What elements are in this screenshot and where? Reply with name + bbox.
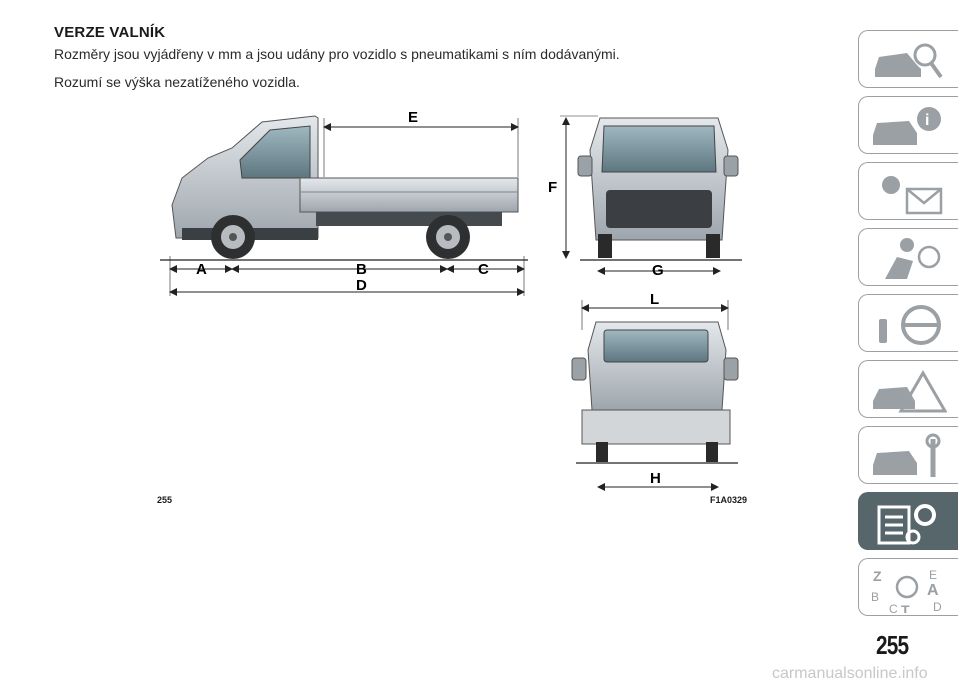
warning-lights-icon <box>882 176 943 215</box>
tab-car-info[interactable]: i <box>858 96 958 154</box>
tab-emergency[interactable] <box>858 360 958 418</box>
car-search-icon <box>875 43 943 79</box>
svg-text:Z: Z <box>873 568 882 584</box>
side-view <box>160 115 528 261</box>
svg-text:C: C <box>889 602 898 613</box>
tab-steering[interactable] <box>858 294 958 352</box>
label-g: G <box>652 262 664 279</box>
intro-paragraph: Rozměry jsou vyjádřeny v mm a jsou udány… <box>54 46 620 62</box>
svg-text:B: B <box>871 590 879 604</box>
tab-airbag[interactable] <box>858 228 958 286</box>
section-title: VERZE VALNÍK <box>54 24 166 41</box>
figure-number: 255 <box>157 495 173 505</box>
label-b: B <box>356 261 367 278</box>
car-crash-warning-icon <box>873 370 947 413</box>
car-info-icon: i <box>873 107 941 145</box>
label-c: C <box>478 261 489 278</box>
watermark: carmanualsonline.info <box>772 665 928 682</box>
specifications-gear-icon <box>877 504 936 545</box>
tab-car-search[interactable] <box>858 30 958 88</box>
note-paragraph: Rozumí se výška nezatíženého vozidla. <box>54 74 300 90</box>
label-a: A <box>196 261 207 278</box>
tab-warning-lights[interactable] <box>858 162 958 220</box>
svg-text:A: A <box>927 582 939 599</box>
label-e: E <box>408 109 418 126</box>
tab-maintenance[interactable] <box>858 426 958 484</box>
tab-specifications[interactable] <box>858 492 958 550</box>
svg-text:i: i <box>925 112 929 129</box>
airbag-passenger-icon <box>885 238 941 279</box>
rear-view <box>571 321 739 464</box>
svg-text:T: T <box>901 602 910 613</box>
car-maintenance-icon <box>873 433 941 477</box>
figure-code: F1A0329 <box>710 495 748 505</box>
label-l: L <box>650 291 659 308</box>
steering-key-icon <box>879 305 941 345</box>
svg-text:D: D <box>933 600 942 613</box>
svg-text:E: E <box>929 568 937 582</box>
front-view <box>577 117 742 261</box>
label-d: D <box>356 277 367 294</box>
label-f: F <box>548 179 557 196</box>
page-number: 255 <box>876 630 909 660</box>
label-h: H <box>650 470 661 487</box>
